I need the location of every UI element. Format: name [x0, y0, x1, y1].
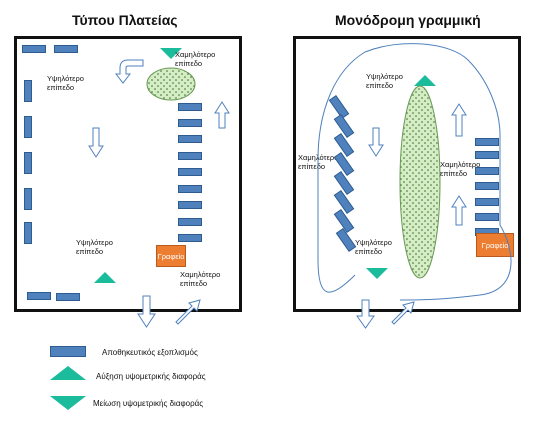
- storage-shelf: [178, 218, 202, 226]
- lower-level-label: Χαμηλότερο επίπεδο: [180, 270, 221, 288]
- storage-shelf: [22, 45, 46, 53]
- storage-shelf: [178, 234, 202, 242]
- storage-shelf: [24, 188, 32, 210]
- legend-decrease-triangle: [50, 396, 86, 410]
- storage-shelf: [475, 182, 499, 190]
- higher-level-label: Υψηλότερο επίπεδο: [47, 74, 84, 92]
- storage-shelf: [178, 201, 202, 209]
- legend-storage-label: Αποθηκευτικός εξοπλισμός: [102, 348, 198, 357]
- level-increase-triangle: [94, 272, 116, 283]
- storage-shelf: [475, 198, 499, 206]
- storage-shelf: [475, 213, 499, 221]
- storage-shelf: [475, 138, 499, 146]
- higher-level-label: Υψηλότερο επίπεδο: [355, 238, 392, 256]
- left-diagram-title: Τύπου Πλατείας: [72, 12, 178, 28]
- legend-storage-swatch: [50, 346, 86, 357]
- legend-increase-triangle: [50, 366, 86, 380]
- lower-level-label: Χαμηλότερο επίπεδο: [175, 50, 216, 68]
- right-diagram-title: Μονόδρομη γραμμική: [335, 12, 481, 28]
- storage-shelf: [54, 45, 78, 53]
- storage-shelf: [178, 185, 202, 193]
- office-box: Γραφείο: [156, 245, 186, 267]
- storage-shelf: [24, 222, 32, 244]
- legend-increase-label: Αύξηση υψομετρικής διαφοράς: [96, 372, 206, 381]
- higher-level-label: Υψηλότερο επίπεδο: [76, 238, 113, 256]
- storage-shelf: [24, 152, 32, 174]
- level-decrease-triangle: [160, 48, 182, 59]
- storage-shelf: [56, 293, 80, 301]
- storage-shelf: [24, 116, 32, 138]
- level-decrease-triangle: [366, 268, 388, 279]
- storage-shelf: [178, 103, 202, 111]
- storage-shelf: [475, 151, 499, 159]
- storage-shelf: [178, 168, 202, 176]
- storage-shelf: [178, 152, 202, 160]
- lower-level-label: Χαμηλότερο επίπεδο: [298, 153, 339, 171]
- storage-shelf: [178, 135, 202, 143]
- storage-shelf: [178, 119, 202, 127]
- lower-level-label: Χαμηλότερο επίπεδο: [440, 160, 481, 178]
- higher-level-label: Υψηλότερο επίπεδο: [366, 72, 403, 90]
- storage-shelf: [24, 80, 32, 102]
- legend-decrease-label: Μείωση υψομετρικής διαφοράς: [93, 399, 204, 408]
- storage-shelf: [27, 292, 51, 300]
- office-box: Γραφείο: [476, 233, 514, 257]
- level-increase-triangle: [414, 75, 436, 86]
